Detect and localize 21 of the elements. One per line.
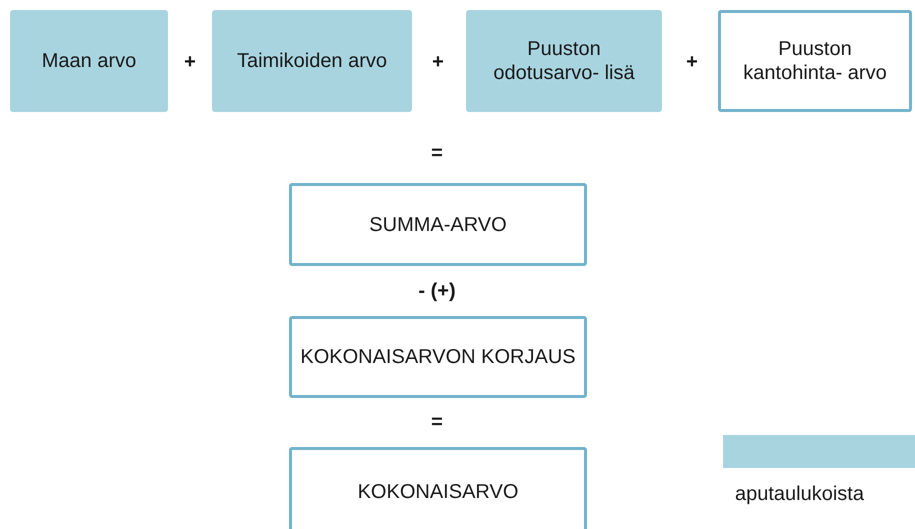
outlined-box [289, 183, 587, 266]
node-label: Taimikoiden arvo [236, 49, 388, 73]
node-label: Puuston kantohinta- arvo [742, 37, 888, 85]
operator-sign: = [431, 141, 443, 165]
legend-label: aputaulukoista [735, 482, 864, 506]
node-label: Puuston odotusarvo- lisä [492, 37, 636, 85]
node-label: SUMMA-ARVO [369, 212, 507, 236]
operator-sign: + [686, 50, 698, 74]
operator-sign: + [184, 50, 196, 74]
filled-box [10, 10, 168, 112]
outlined-box [289, 447, 587, 529]
operator-sign: = [431, 410, 443, 434]
filled-box [212, 10, 412, 112]
outlined-box [289, 316, 587, 398]
node-label: KOKONAISARVON KORJAUS [300, 345, 576, 369]
operator-sign: - (+) [418, 279, 456, 303]
operator-sign: + [432, 50, 444, 74]
node-label: KOKONAISARVO [358, 480, 518, 504]
outlined-box [718, 10, 912, 112]
filled-box [466, 10, 662, 112]
node-label: Maan arvo [42, 49, 136, 73]
